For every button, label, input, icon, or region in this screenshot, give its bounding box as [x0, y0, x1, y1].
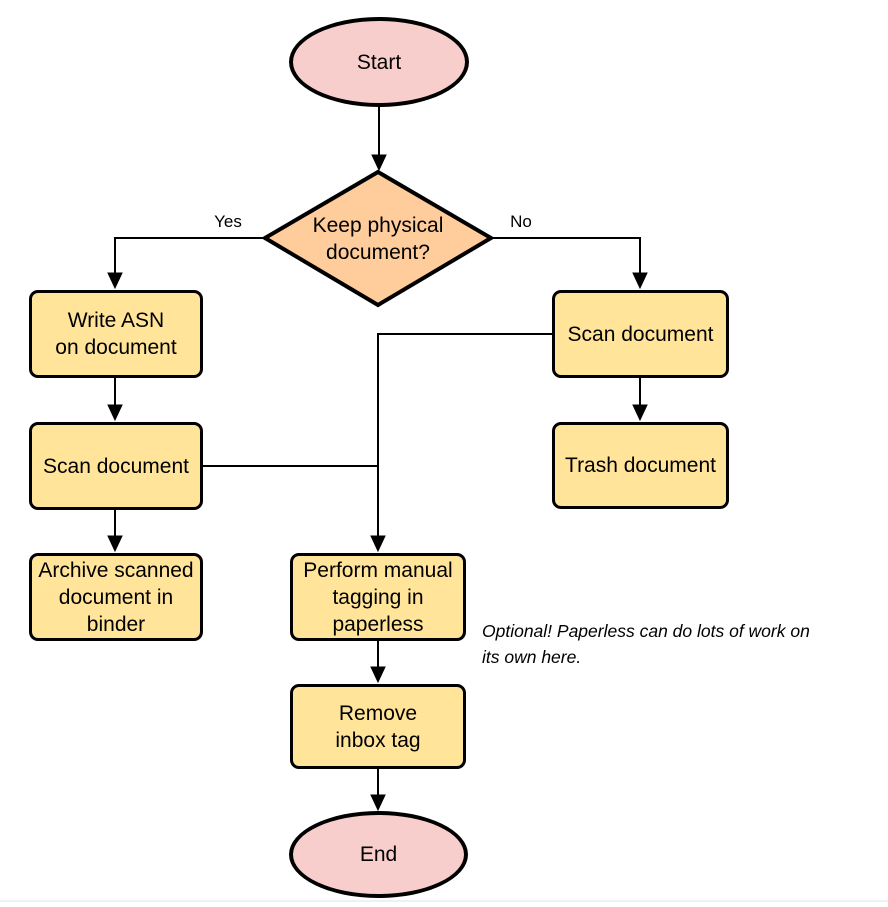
edge-decision-yes [114, 237, 266, 274]
edge-label-no: No [510, 212, 532, 231]
arrowhead-writeasn-to-scan [107, 404, 123, 422]
end-node: End [289, 811, 468, 898]
process-label: Scan document [567, 322, 714, 346]
process-perform-manual-tagging: Perform manual tagging in paperless [290, 553, 466, 641]
process-remove-inbox-tag: Remove inbox tag [290, 684, 466, 769]
process-label: Remove inbox tag [335, 701, 421, 752]
process-label: Scan document [43, 454, 189, 478]
edge-scanright-to-tagging [377, 333, 552, 537]
decision-keep-physical-document: Keep physical document? [293, 199, 463, 279]
process-scan-document-left: Scan document [29, 422, 203, 510]
optional-note: Optional! Paperless can do lots of work … [482, 621, 810, 667]
arrowhead-decision-yes [107, 272, 123, 290]
page-bottom-divider [0, 900, 888, 902]
process-label: Perform manual tagging in paperless [303, 558, 453, 636]
process-label: Write ASN on document [55, 309, 177, 359]
start-node-label: Start [356, 50, 402, 74]
end-node-label: End [359, 843, 398, 866]
arrowhead-to-tagging [370, 535, 386, 553]
process-write-asn-on-document: Write ASN on document [29, 290, 203, 378]
decision-label: Keep physical document? [312, 214, 444, 264]
arrowhead-start-to-decision [371, 154, 387, 172]
process-label: Archive scanned document in binder [38, 558, 194, 636]
edge-label-yes: Yes [214, 212, 242, 231]
process-label: Trash document [565, 454, 716, 477]
start-node: Start [289, 17, 469, 107]
arrowhead-decision-no [632, 272, 648, 290]
process-archive-scanned-document: Archive scanned document in binder [29, 553, 203, 641]
arrowhead-scanright-to-trash [632, 404, 648, 422]
decision-diamond-shape [261, 169, 495, 308]
arrowhead-scan-to-archive [107, 535, 123, 553]
arrowhead-tagging-to-remove [370, 666, 386, 684]
process-trash-document: Trash document [552, 422, 729, 509]
edge-decision-no [490, 237, 641, 274]
process-scan-document-right: Scan document [552, 290, 729, 378]
arrowhead-remove-to-end [370, 794, 386, 812]
